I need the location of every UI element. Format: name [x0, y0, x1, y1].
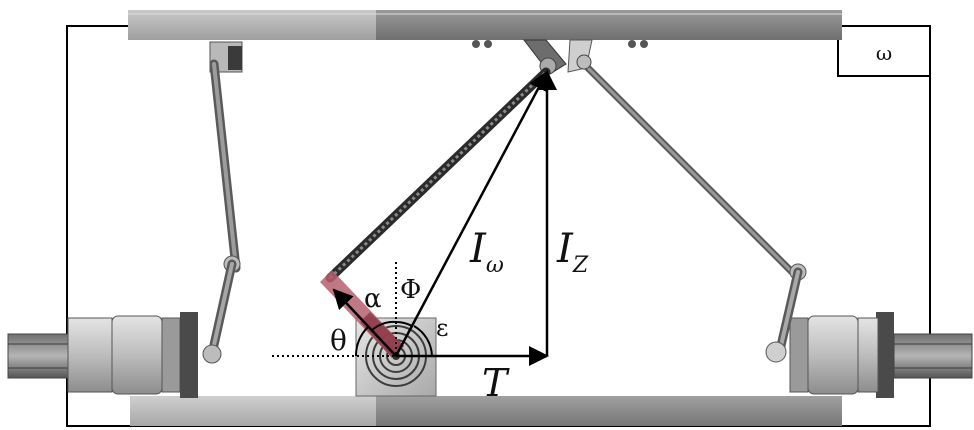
label-i-omega: Iω — [469, 226, 504, 278]
vector-i-omega — [394, 70, 549, 357]
frame-label-box: ω — [837, 25, 931, 77]
label-alpha: α — [364, 284, 382, 314]
label-epsilon: ε — [436, 314, 448, 342]
label-phi: Φ — [400, 275, 421, 305]
right-motor — [789, 312, 973, 398]
arc-phi — [395, 321, 413, 327]
label-theta: θ — [330, 324, 347, 357]
bottom-rail — [130, 396, 842, 426]
left-arm — [202, 41, 243, 364]
angle-arcs — [354, 320, 433, 357]
vector-crank — [332, 288, 397, 357]
arc-alpha — [371, 320, 397, 331]
left-motor — [7, 312, 198, 398]
arc-theta — [354, 326, 369, 357]
reference-lines — [272, 262, 397, 357]
label-i-z: IZ — [556, 226, 589, 278]
top-carriage — [522, 39, 593, 75]
right-arm — [576, 56, 807, 363]
frame-label: ω — [876, 41, 892, 65]
vectors — [332, 70, 557, 366]
label-t: T — [482, 361, 510, 405]
arc-epsilon — [413, 325, 433, 357]
top-rail — [128, 10, 842, 48]
diagonal-rod — [325, 67, 551, 283]
